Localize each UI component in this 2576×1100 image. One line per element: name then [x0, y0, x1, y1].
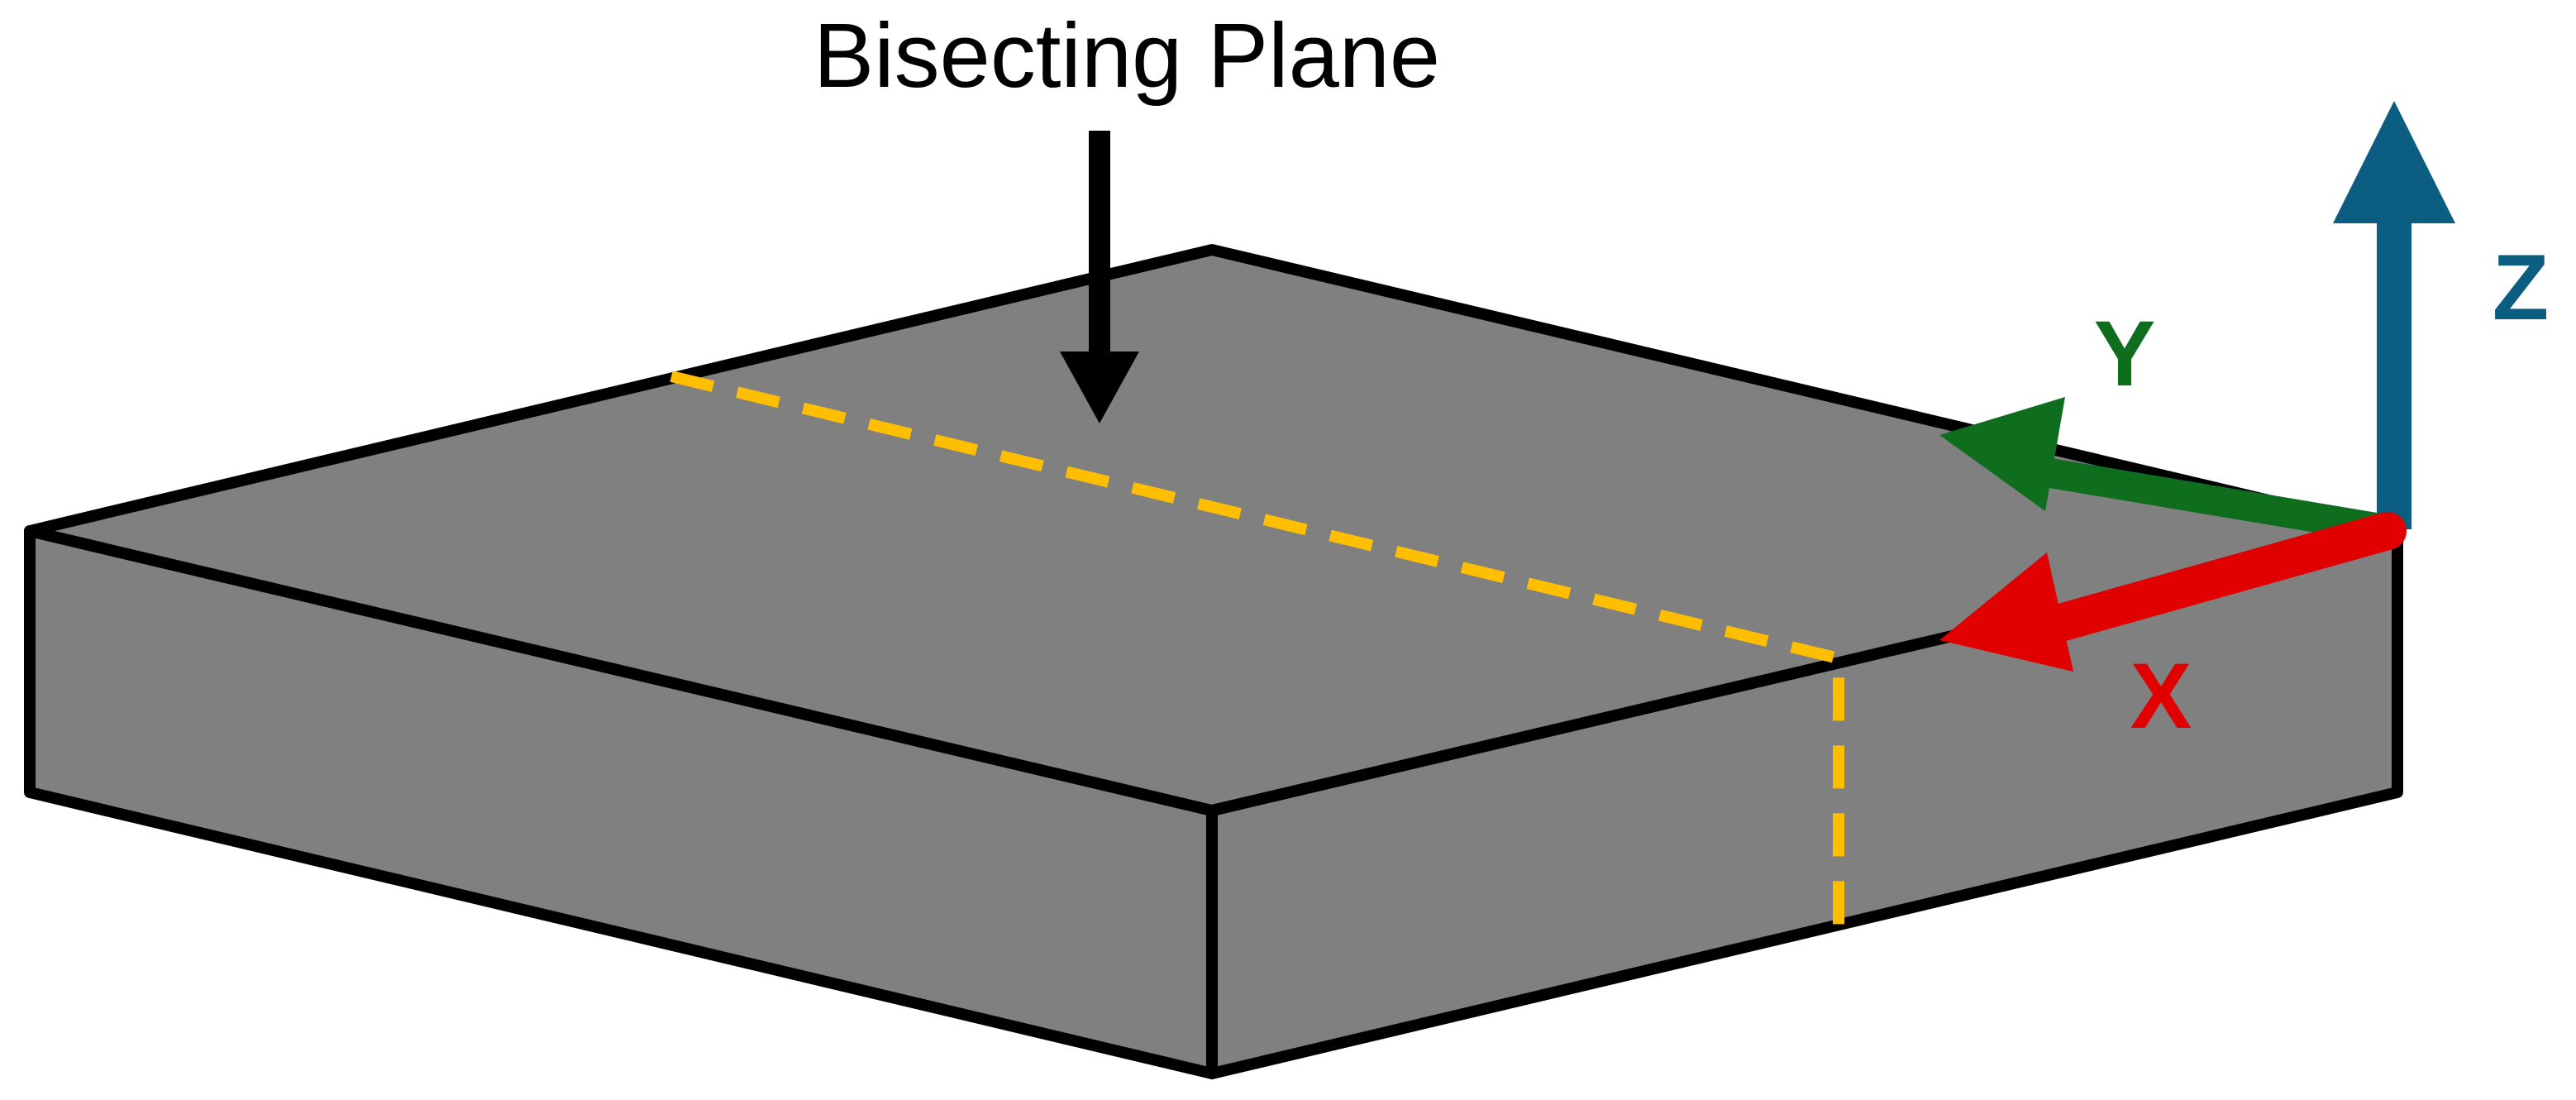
- x-axis-arrow: [1939, 512, 2407, 672]
- y-axis-label: Y: [2094, 302, 2156, 405]
- y-axis-arrow: [1939, 397, 2388, 544]
- pointer-arrow: [1060, 131, 1139, 423]
- bisecting-plane-line: [670, 371, 1844, 925]
- z-axis-label: Z: [2493, 236, 2549, 339]
- z-axis-arrow: [2333, 101, 2455, 529]
- diagram-title: Bisecting Plane: [813, 5, 1440, 107]
- x-axis-label: X: [2130, 644, 2192, 748]
